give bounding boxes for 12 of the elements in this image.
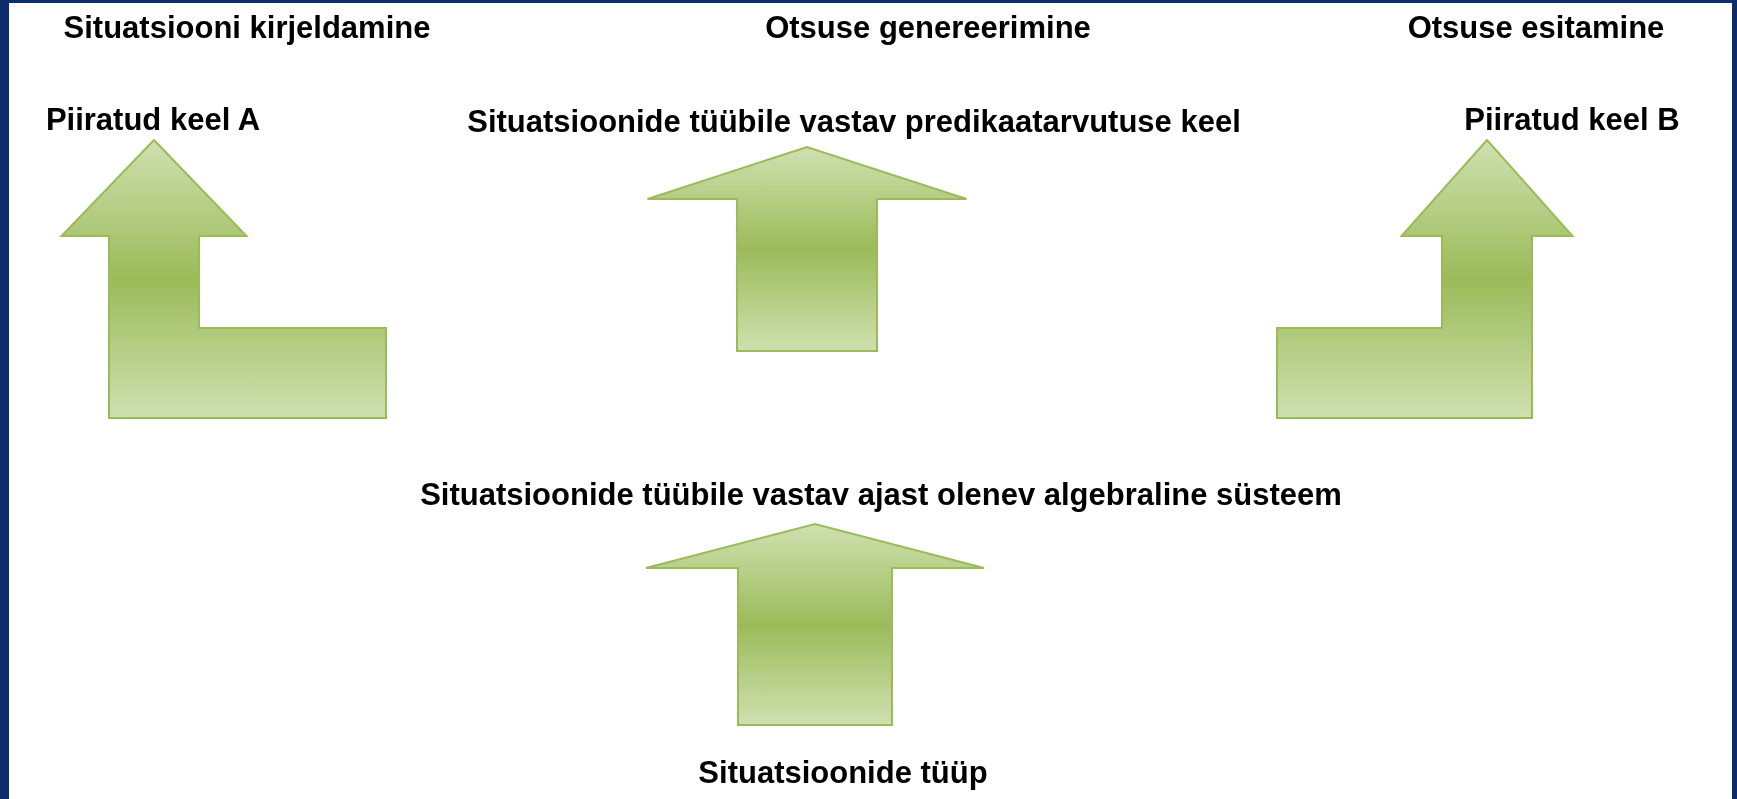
block-arrow [59,138,387,419]
node-label: Situatsioonide tüübile vastav ajast olenev algebraline süsteem [420,475,1342,515]
node-label: Situatsioonide tüüp [698,753,988,793]
node-label: Piiratud keel B [1464,100,1680,140]
block-arrow [1276,138,1575,419]
block-arrow [645,522,985,726]
node-label: Situatsioonide tüübile vastav predikaatarvutuse keel [467,102,1241,142]
block-arrow [646,145,968,352]
node-label: Piiratud keel A [45,100,261,140]
stage-heading: Otsuse genereerimine [765,9,1091,47]
stage-heading: Otsuse esitamine [1407,9,1665,47]
stage-heading: Situatsiooni kirjeldamine [63,9,431,47]
